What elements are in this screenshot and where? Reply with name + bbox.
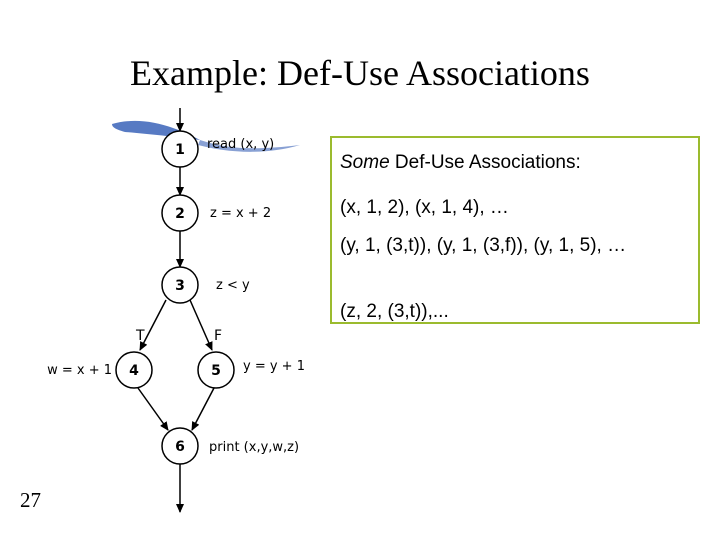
node-4-statement: w = x + 1 [47,363,112,378]
node-3-statement: z < y [216,278,250,293]
page-number: 27 [20,488,41,512]
node-1-label: 1 [175,142,185,158]
association-line-y: (y, 1, (3,t)), (y, 1, (3,f)), (y, 1, 5),… [340,235,627,256]
node-5: 5 [197,351,235,389]
edge-5-6 [191,387,215,431]
node-5-label: 5 [211,363,221,379]
associations-heading: Some Def-Use Associations: [340,152,581,174]
edge-4-6 [137,387,169,431]
node-2-label: 2 [175,206,185,222]
node-6: 6 [161,427,199,465]
branch-label-false: F [214,328,222,344]
node-2: 2 [161,194,199,232]
edge-3-5 [189,299,213,351]
node-1-statement: read (x, y) [207,137,274,152]
node-2-statement: z = x + 2 [210,206,271,221]
node-1: 1 [161,130,199,168]
node-6-statement: print (x,y,w,z) [209,440,299,455]
association-line-z: (z, 2, (3,t)),... [340,301,449,322]
edge-3-4 [139,299,167,351]
node-3: 3 [161,266,199,304]
node-5-statement: y = y + 1 [243,359,305,374]
branch-label-true: T [135,328,145,344]
node-4-label: 4 [129,363,139,379]
associations-heading-rest: Def-Use Associations: [389,152,581,173]
associations-box: Some Def-Use Associations: (x, 1, 2), (x… [330,136,700,324]
slide-title: Example: Def-Use Associations [130,53,590,93]
node-3-label: 3 [175,278,185,294]
brush-stroke-tail [198,140,300,152]
node-6-label: 6 [175,439,185,455]
associations-heading-italic: Some [340,152,390,173]
node-4: 4 [115,351,153,389]
association-line-x: (x, 1, 2), (x, 1, 4), … [340,197,509,218]
